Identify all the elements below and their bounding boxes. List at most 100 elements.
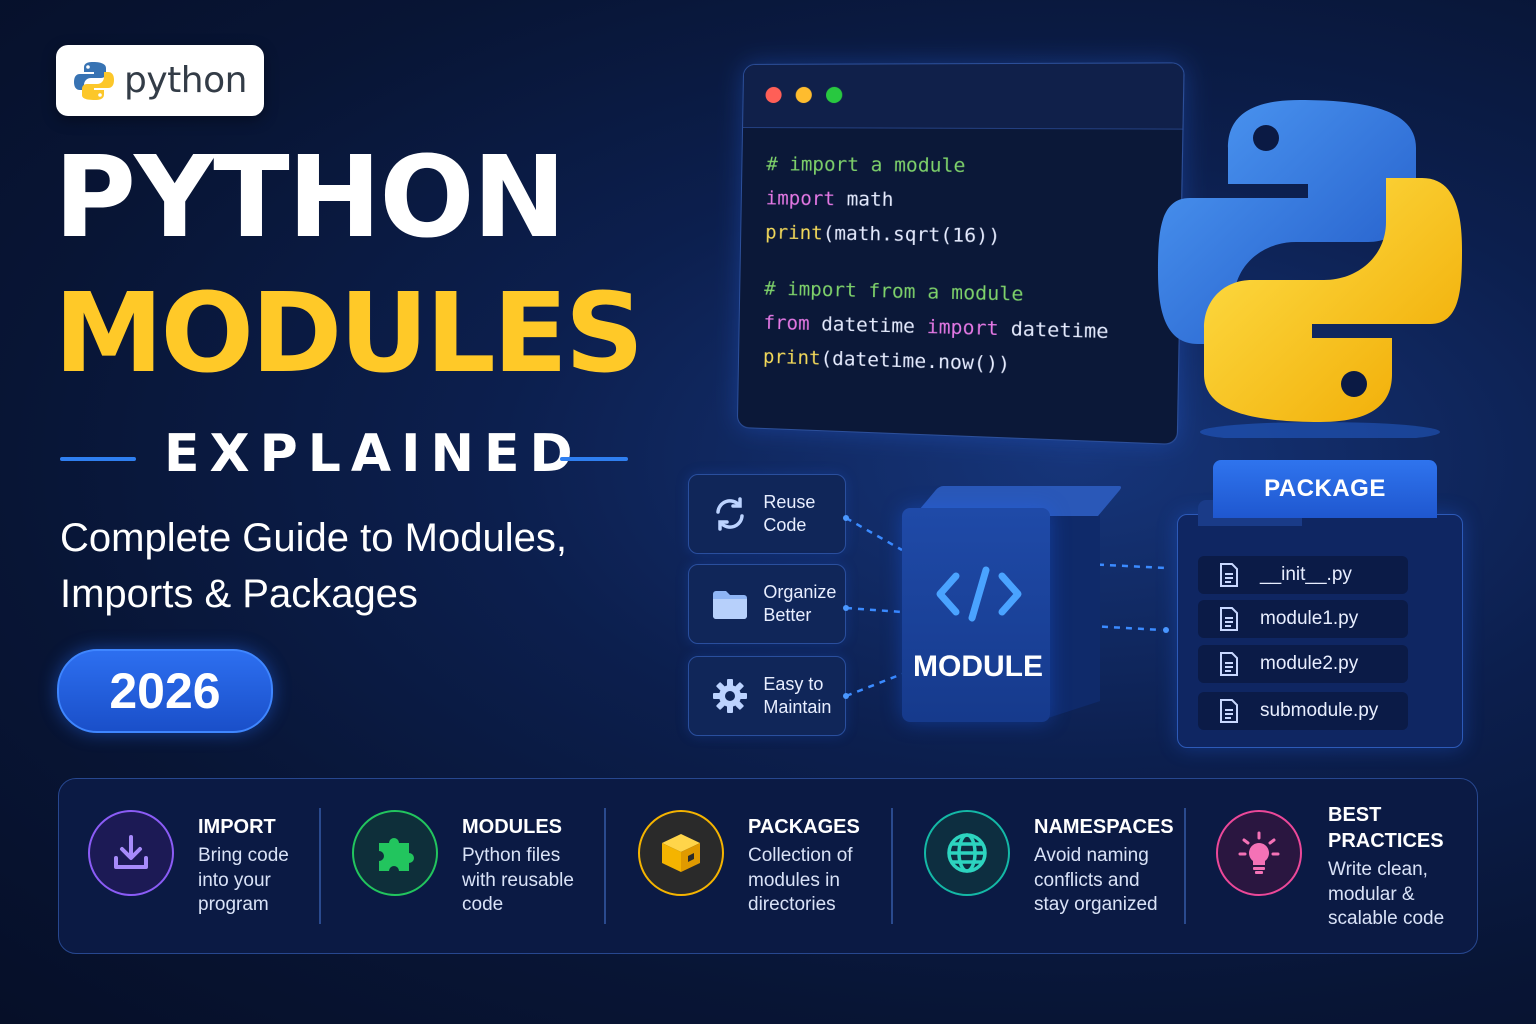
summary-desc-line: conflicts and <box>1034 869 1140 891</box>
summary-icon-circle <box>88 810 174 896</box>
code-text: math <box>834 188 894 212</box>
summary-desc-line: Bring code <box>198 845 289 866</box>
package-file: module1.py <box>1198 600 1408 638</box>
code-comment-1: # import a module <box>766 153 966 178</box>
code-text: (datetime.now()) <box>820 347 1011 376</box>
summary-icon-circle <box>1216 810 1302 896</box>
title-line-2: MODULES <box>54 269 644 397</box>
feature-easy-to-maintain: Easy to Maintain <box>688 656 846 736</box>
package-file-name: module1.py <box>1260 608 1359 629</box>
subtitle-line-2: Imports & Packages <box>60 572 418 616</box>
subtitle-line-1: Complete Guide to Modules, <box>60 516 567 560</box>
summary-item-best-practices: BEST PRACTICES Write clean, modular & scala… <box>1216 800 1444 930</box>
module-cube-side <box>1048 491 1100 718</box>
summary-title: NAMESPACES <box>1034 816 1174 838</box>
code-text: (math.sqrt(16)) <box>822 222 1001 248</box>
package-label: PACKAGE <box>1213 460 1437 518</box>
summary-item-namespaces: NAMESPACES Avoid naming conflicts and stay… <box>924 800 1174 930</box>
feature-label-line-1: Easy to <box>763 674 824 694</box>
summary-desc-line: directories <box>748 894 836 915</box>
package-file: module2.py <box>1198 645 1408 683</box>
summary-icon-circle <box>924 810 1010 896</box>
summary-desc-line: Python files <box>462 845 561 866</box>
code-keyword: import <box>765 187 836 211</box>
summary-title: IMPORT <box>198 816 276 838</box>
python-big-logo-icon <box>1158 100 1462 438</box>
refresh-icon <box>716 497 744 531</box>
summary-icon-circle <box>352 810 438 896</box>
summary-desc-line: with reusable <box>462 869 574 891</box>
code-function: print <box>764 221 823 245</box>
year-badge: 2026 <box>57 649 273 733</box>
folder-icon <box>713 591 748 619</box>
title-line-3: EXPLAINED <box>164 424 583 484</box>
close-dot-icon <box>765 86 782 104</box>
box-icon <box>662 834 700 872</box>
summary-desc-line: stay organized <box>1034 894 1158 915</box>
code-function: print <box>762 345 821 370</box>
feature-label-line-1: Reuse <box>763 492 816 512</box>
python-logo-badge: python <box>56 45 264 116</box>
gear-icon <box>713 679 748 713</box>
maximize-dot-icon <box>825 86 843 104</box>
summary-divider <box>1184 808 1186 924</box>
python-logo-text: python <box>124 60 247 101</box>
summary-desc-line: modules in <box>748 869 840 891</box>
feature-label-line-1: Organize <box>763 582 837 602</box>
summary-desc-line: program <box>198 894 269 915</box>
file-icon <box>1220 699 1238 723</box>
feature-label-line-2: Code <box>763 515 807 535</box>
download-icon <box>114 835 148 869</box>
summary-desc-line: into your <box>198 869 271 891</box>
subtitle: Complete Guide to Modules, Imports & Pac… <box>60 510 680 622</box>
globe-icon <box>947 833 987 873</box>
summary-divider <box>891 808 893 924</box>
code-text: datetime <box>809 312 927 339</box>
summary-desc-line: code <box>462 894 504 915</box>
summary-divider <box>319 808 321 924</box>
minimize-dot-icon <box>795 86 812 104</box>
feature-label-line-2: Maintain <box>763 697 832 717</box>
file-icon <box>1220 652 1238 676</box>
explained-right-rule <box>560 457 628 461</box>
package-file-name: __init__.py <box>1260 564 1352 585</box>
code-icon <box>936 566 1022 622</box>
summary-desc-line: scalable code <box>1328 908 1445 929</box>
summary-title-line: PRACTICES <box>1328 830 1444 852</box>
summary-divider <box>604 808 606 924</box>
code-keyword: from <box>763 311 810 335</box>
package-file-name: module2.py <box>1260 653 1359 674</box>
module-cube <box>902 508 1050 722</box>
summary-desc-line: Avoid naming <box>1034 845 1149 866</box>
summary-desc-line: Collection of <box>748 845 853 866</box>
module-label: MODULE <box>913 650 1043 683</box>
summary-desc-line: modular & <box>1328 883 1415 905</box>
explained-left-rule <box>60 457 136 461</box>
code-line-print-1: print(math.sqrt(16)) <box>765 215 1111 255</box>
file-icon <box>1220 607 1238 631</box>
feature-label-line-2: Better <box>763 605 812 625</box>
code-line-import: import math <box>765 181 1111 220</box>
summary-title-line: BEST <box>1328 804 1382 826</box>
summary-desc-line: Write clean, <box>1328 859 1428 880</box>
summary-item-packages: PACKAGES Collection of modules in director… <box>638 800 860 930</box>
python-logo-icon <box>74 61 114 100</box>
summary-item-import: IMPORT Bring code into your program <box>88 800 289 930</box>
summary-icon-circle <box>638 810 724 896</box>
puzzle-icon <box>379 838 414 871</box>
file-icon <box>1220 563 1238 587</box>
code-window-titlebar <box>743 63 1184 130</box>
summary-title: PACKAGES <box>748 816 860 838</box>
title-line-1: PYTHON <box>54 133 566 263</box>
lightbulb-icon <box>1238 831 1280 874</box>
code-text: datetime <box>998 317 1109 344</box>
package-file: submodule.py <box>1198 692 1408 730</box>
code-keyword: import <box>926 315 999 341</box>
package-file: __init__.py <box>1198 556 1408 594</box>
package-file-name: submodule.py <box>1260 700 1379 721</box>
